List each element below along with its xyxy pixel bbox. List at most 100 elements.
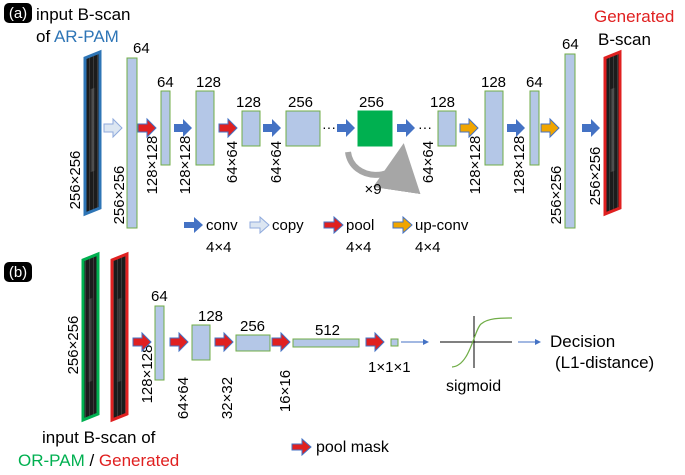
output-bscan-image bbox=[603, 49, 622, 217]
legend-pool-sub: 4×4 bbox=[346, 239, 371, 256]
arrow-poolmask-5 bbox=[365, 331, 385, 353]
block-b4-channels: 512 bbox=[315, 322, 340, 339]
panel-a: (a) input B-scan of AR-PAM Generated B-s… bbox=[4, 3, 674, 256]
block-a1 bbox=[126, 57, 138, 229]
legend-conv-label: conv bbox=[206, 217, 238, 234]
legend-copy-label: copy bbox=[272, 217, 304, 234]
arrow-pool-1 bbox=[137, 117, 157, 139]
legend-conv-sub: 4×4 bbox=[206, 239, 231, 256]
input-bscan-image bbox=[83, 49, 102, 217]
arrow-upconv-2 bbox=[540, 117, 560, 139]
block-a9-dim: 128×128 bbox=[511, 136, 528, 195]
block-a3 bbox=[195, 90, 215, 166]
generated-text: Generated bbox=[99, 451, 179, 470]
output-title-line1: Generated bbox=[594, 7, 674, 26]
block-a2-dim: 128×128 bbox=[144, 136, 161, 195]
block-a4-dim: 64×64 bbox=[224, 141, 241, 183]
block-a5 bbox=[285, 110, 321, 147]
legend-upconv-icon bbox=[392, 215, 413, 235]
output-title-line2: B-scan bbox=[598, 30, 651, 49]
panel-b-input-dim: 256×256 bbox=[65, 316, 82, 375]
block-a3-channels: 128 bbox=[196, 74, 221, 91]
panel-b-label-badge bbox=[4, 262, 32, 282]
block-a5-dim: 64×64 bbox=[268, 141, 285, 183]
block-a9-channels: 64 bbox=[526, 74, 543, 91]
block-a4-channels: 128 bbox=[236, 94, 261, 111]
caption-separator: / bbox=[85, 451, 99, 470]
block-a7-channels: 128 bbox=[430, 94, 455, 111]
repeat-label: ×9 bbox=[364, 181, 381, 198]
arrow-poolmask-2 bbox=[169, 331, 189, 353]
ellipsis-right: ··· bbox=[418, 119, 432, 135]
block-b1 bbox=[154, 305, 165, 381]
arrow-conv-2 bbox=[263, 119, 281, 137]
block-b2 bbox=[191, 324, 211, 361]
panel-b-caption-line2: OR-PAM / Generated bbox=[18, 451, 179, 470]
block-b3-dim: 32×32 bbox=[219, 377, 236, 419]
panel-b-caption-line1: input B-scan of bbox=[42, 428, 156, 447]
block-b4-dim: 16×16 bbox=[277, 370, 294, 412]
arrow-conv-3 bbox=[337, 119, 355, 137]
arrow-conv-6 bbox=[582, 119, 600, 137]
block-b1-channels: 64 bbox=[151, 288, 168, 305]
block-a10-dim: 256×256 bbox=[548, 166, 565, 225]
panel-b: (b) 256×256 input B-scan of OR-PAM / Gen… bbox=[4, 251, 654, 470]
block-b4 bbox=[292, 338, 360, 348]
block-a8-dim: 128×128 bbox=[467, 136, 484, 195]
decision-line2: (L1-distance) bbox=[555, 353, 654, 372]
panel-a-label: (a) bbox=[9, 5, 27, 22]
input-title-line2: of AR-PAM bbox=[36, 27, 119, 46]
block-a10 bbox=[564, 53, 576, 229]
arrow-upconv-1 bbox=[459, 117, 479, 139]
input-title-line1: input B-scan bbox=[36, 5, 131, 24]
block-a8-channels: 128 bbox=[481, 74, 506, 91]
block-a9 bbox=[529, 90, 540, 166]
arrow-pool-2 bbox=[218, 117, 238, 139]
block-a2 bbox=[160, 90, 171, 166]
block-a5-channels: 256 bbox=[288, 94, 313, 111]
sigmoid-label: sigmoid bbox=[446, 378, 501, 395]
legend-poolmask-icon bbox=[291, 437, 312, 457]
arrow-poolmask-3 bbox=[214, 331, 234, 353]
legend-upconv-sub: 4×4 bbox=[415, 239, 440, 256]
block-b5 bbox=[390, 338, 399, 347]
ar-pam-text: AR-PAM bbox=[54, 27, 119, 46]
arrow-poolmask-4 bbox=[271, 331, 291, 353]
legend-a: conv 4×4 copy pool 4×4 up-conv 4×4 bbox=[184, 215, 469, 256]
block-a8 bbox=[484, 90, 504, 166]
arrow-conv-1 bbox=[174, 119, 192, 137]
block-a3-dim: 128×128 bbox=[177, 136, 194, 195]
legend-poolmask-label: pool mask bbox=[316, 439, 390, 456]
orpam-bscan-image bbox=[81, 251, 100, 423]
block-a10-channels: 64 bbox=[562, 36, 579, 53]
output-dim-label: 256×256 bbox=[587, 147, 604, 206]
ellipsis-left: ··· bbox=[322, 119, 336, 135]
sigmoid-plot bbox=[440, 316, 513, 368]
bottleneck-channels: 256 bbox=[359, 94, 384, 111]
block-a4 bbox=[241, 110, 261, 147]
block-a1-channels: 64 bbox=[133, 40, 150, 57]
panel-b-label: (b) bbox=[9, 264, 27, 281]
block-a7 bbox=[437, 110, 457, 147]
decision-line1: Decision bbox=[550, 332, 615, 351]
input-title-prefix: of bbox=[36, 27, 54, 46]
arrow-conv-4 bbox=[397, 119, 415, 137]
block-a2-channels: 64 bbox=[157, 74, 174, 91]
legend-upconv-label: up-conv bbox=[415, 217, 469, 234]
block-a7-dim: 64×64 bbox=[420, 141, 437, 183]
block-b3-channels: 256 bbox=[240, 318, 265, 335]
arrow-conv-5 bbox=[507, 119, 525, 137]
block-b3 bbox=[235, 334, 271, 352]
block-b2-dim: 64×64 bbox=[175, 377, 192, 419]
block-b2-channels: 128 bbox=[198, 308, 223, 325]
arrow-copy-1 bbox=[103, 117, 123, 139]
block-b1-dim: 128×128 bbox=[139, 345, 156, 404]
arrow-poolmask-1 bbox=[132, 331, 152, 353]
bottleneck-block bbox=[357, 110, 393, 147]
panel-a-label-badge bbox=[4, 3, 32, 23]
legend-copy-icon bbox=[249, 215, 270, 235]
generated-bscan-image bbox=[110, 251, 129, 423]
block-a1-dim: 256×256 bbox=[111, 166, 128, 225]
orpam-text: OR-PAM bbox=[18, 451, 85, 470]
